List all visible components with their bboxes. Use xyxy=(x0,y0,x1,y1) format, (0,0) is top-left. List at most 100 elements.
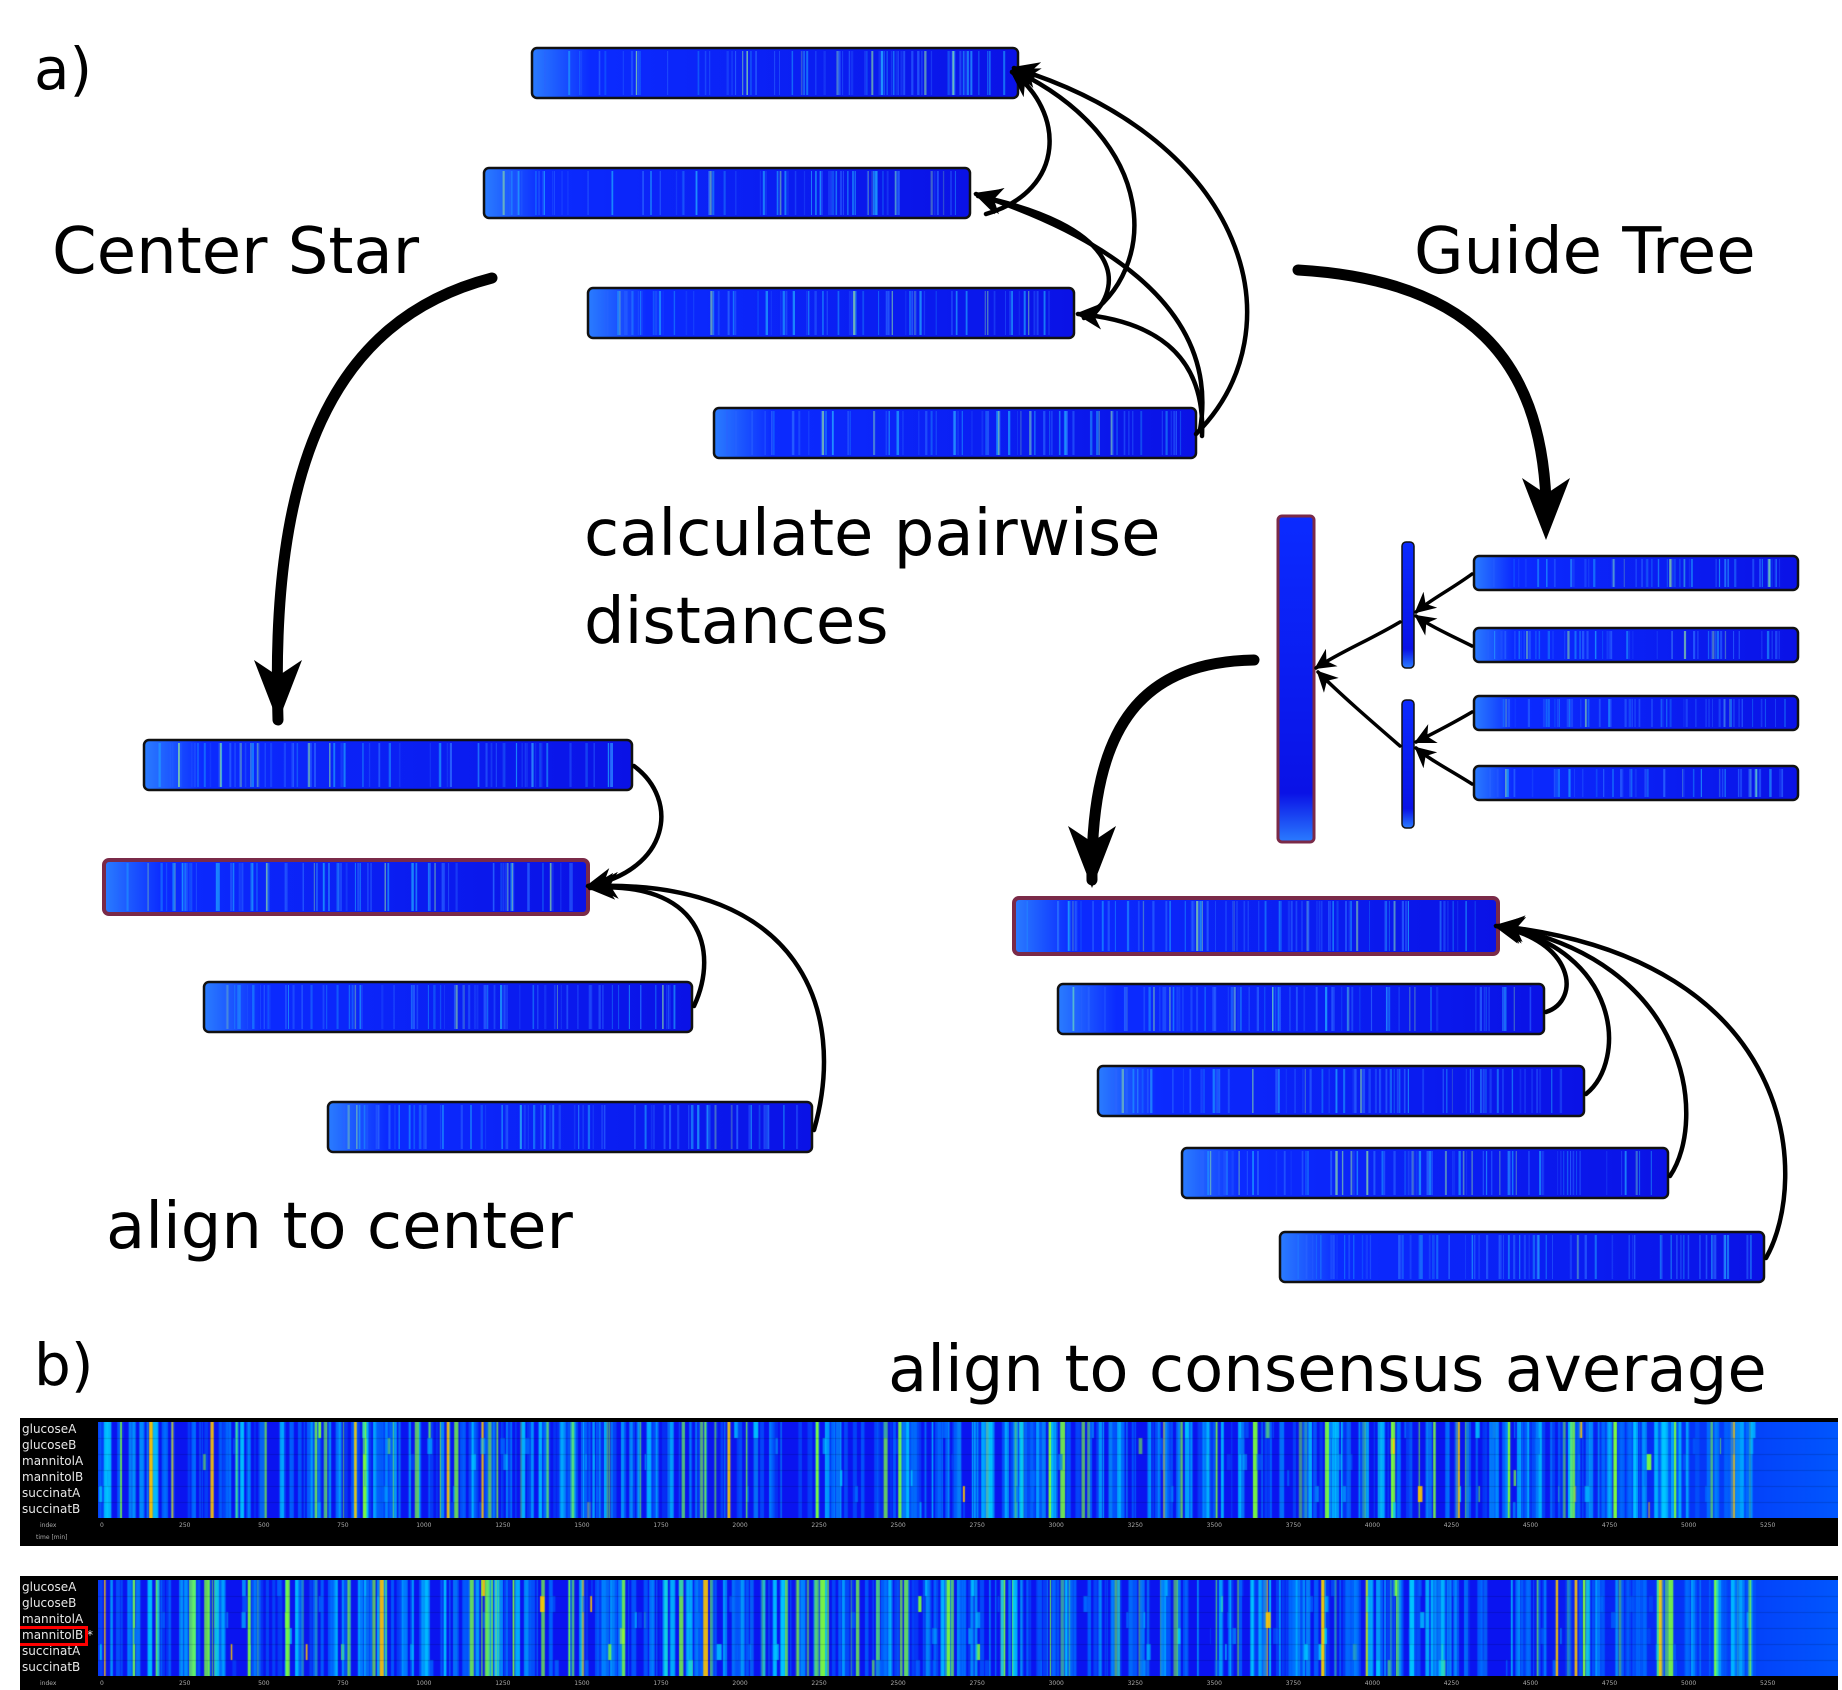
index-tick-label: 500 xyxy=(258,1680,270,1687)
center-star-arrow xyxy=(271,272,498,726)
heatmap-canvas-1 xyxy=(98,1422,1838,1518)
index-tick-label: 1500 xyxy=(574,1680,590,1687)
index-tick-label: 4750 xyxy=(1601,1522,1618,1529)
index-tick-label: 3500 xyxy=(1206,1680,1222,1687)
row-label[interactable]: succinatA xyxy=(22,1644,81,1658)
row-label[interactable]: glucoseA xyxy=(22,1580,77,1594)
index-tick-label: 2000 xyxy=(732,1522,748,1529)
chromatogram-strip xyxy=(1472,554,1800,592)
chromatogram-strip xyxy=(202,980,694,1034)
index-tick-label: 1000 xyxy=(416,1680,432,1687)
index-tick-label: 4750 xyxy=(1601,1680,1618,1687)
index-tick-label: 5000 xyxy=(1680,1680,1697,1687)
arrow-head xyxy=(254,660,302,722)
row-label[interactable]: glucoseA xyxy=(22,1422,77,1436)
chromatogram-strip xyxy=(1472,626,1800,664)
index-tick-label: 2500 xyxy=(890,1522,906,1529)
panel-a-label: a) xyxy=(34,35,93,103)
heatmap-panel-2: glucoseA glucoseB mannitolA mannitolB * … xyxy=(20,1576,1838,1690)
index-tick-label: 1250 xyxy=(495,1680,511,1687)
chromatogram-strip xyxy=(1056,982,1546,1036)
chromatogram-strip xyxy=(1096,1064,1586,1118)
pairwise-label-line1: calculate pairwise xyxy=(584,497,1161,571)
chromatogram-strip xyxy=(586,286,1076,340)
index-tick-label: 4500 xyxy=(1522,1680,1539,1687)
consensus-arrow xyxy=(1497,915,1788,1261)
row-label[interactable]: succinatB xyxy=(22,1502,81,1516)
chromatogram-strip xyxy=(142,738,634,792)
axis-label: index xyxy=(40,1680,57,1687)
index-tick-label: 0 xyxy=(100,1522,104,1529)
consensus-arrow xyxy=(1497,917,1689,1179)
row-label[interactable]: succinatA xyxy=(22,1486,81,1500)
vertical-strip xyxy=(1401,699,1415,829)
index-tick-label: 4500 xyxy=(1522,1522,1539,1529)
chromatogram-strip xyxy=(1472,764,1800,802)
index-tick-label: 3250 xyxy=(1127,1522,1143,1529)
consensus-arrow xyxy=(1495,917,1612,1097)
tree-arrow xyxy=(1314,620,1402,670)
index-tick-label: 5250 xyxy=(1760,1522,1776,1529)
row-label[interactable]: glucoseB xyxy=(22,1438,77,1452)
alignment-diagram xyxy=(102,46,1800,1284)
row-label[interactable]: succinatB xyxy=(22,1660,81,1674)
index-tick-label: 1750 xyxy=(653,1522,669,1529)
row-label[interactable]: mannitolB xyxy=(22,1470,84,1484)
selected-row-highlight xyxy=(20,1626,88,1646)
index-tick-label: 3000 xyxy=(1048,1680,1064,1687)
index-tick-label: 1250 xyxy=(495,1522,511,1529)
chromatogram-strip xyxy=(530,46,1020,100)
axis-label: time [min] xyxy=(36,1534,68,1541)
index-tick-label: 5250 xyxy=(1760,1680,1776,1687)
index-tick-label: 4000 xyxy=(1364,1522,1381,1529)
center-star-label: Center Star xyxy=(52,215,419,289)
pairwise-arrow xyxy=(975,187,1112,319)
pairwise-label-line2: distances xyxy=(584,585,889,659)
chromatogram-strip xyxy=(712,406,1198,460)
index-tick-label: 3250 xyxy=(1127,1680,1143,1687)
heatmap-canvas-2 xyxy=(98,1580,1838,1676)
index-tick-label: 2250 xyxy=(811,1522,827,1529)
tree-arrow xyxy=(1414,746,1474,786)
row-label[interactable]: mannitolA xyxy=(22,1454,84,1468)
heatmap-panel-1: glucoseA glucoseB mannitolA mannitolB su… xyxy=(20,1418,1838,1546)
index-tick-label: 4000 xyxy=(1364,1680,1381,1687)
row-label-selected[interactable]: mannitolB * xyxy=(22,1628,94,1642)
tree-arrow xyxy=(1414,572,1474,614)
vertical-strip xyxy=(1401,541,1415,669)
pairwise-arrow xyxy=(1075,302,1205,439)
center-chromatogram-strip xyxy=(1012,896,1500,956)
index-tick-label: 2750 xyxy=(969,1522,985,1529)
row-label[interactable]: glucoseB xyxy=(22,1596,77,1610)
index-tick-label: 4250 xyxy=(1443,1680,1460,1687)
index-tick-label: 250 xyxy=(179,1680,191,1687)
pairwise-arrow xyxy=(1011,67,1137,321)
index-tick-label: 2500 xyxy=(890,1680,906,1687)
index-tick-label: 3750 xyxy=(1285,1522,1301,1529)
index-tick-label: 1500 xyxy=(574,1522,590,1529)
row-label[interactable]: mannitolA xyxy=(22,1612,84,1626)
chromatogram-strip xyxy=(482,166,972,220)
index-tick-label: 750 xyxy=(337,1680,349,1687)
arrow-head xyxy=(1068,826,1116,888)
index-tick-label: 4250 xyxy=(1443,1522,1460,1529)
index-tick-label: 2000 xyxy=(732,1680,748,1687)
axis-label: index xyxy=(40,1522,57,1529)
guide-tree-arrow xyxy=(1292,264,1552,506)
arrow-head xyxy=(1522,478,1570,540)
consensus-arrow-big xyxy=(1086,654,1260,886)
tree-arrow xyxy=(1414,710,1474,744)
tree-arrow xyxy=(1414,614,1474,648)
center-vertical-strip xyxy=(1276,514,1316,844)
index-tick-label: 0 xyxy=(100,1680,104,1687)
panel-b-label: b) xyxy=(34,1331,94,1399)
index-tick-label: 750 xyxy=(337,1522,349,1529)
index-tick-label: 1750 xyxy=(653,1680,669,1687)
chromatogram-strip xyxy=(1180,1146,1670,1200)
index-tick-label: 3750 xyxy=(1285,1680,1301,1687)
chromatogram-strip xyxy=(1472,694,1800,732)
tree-arrow xyxy=(1316,670,1402,748)
